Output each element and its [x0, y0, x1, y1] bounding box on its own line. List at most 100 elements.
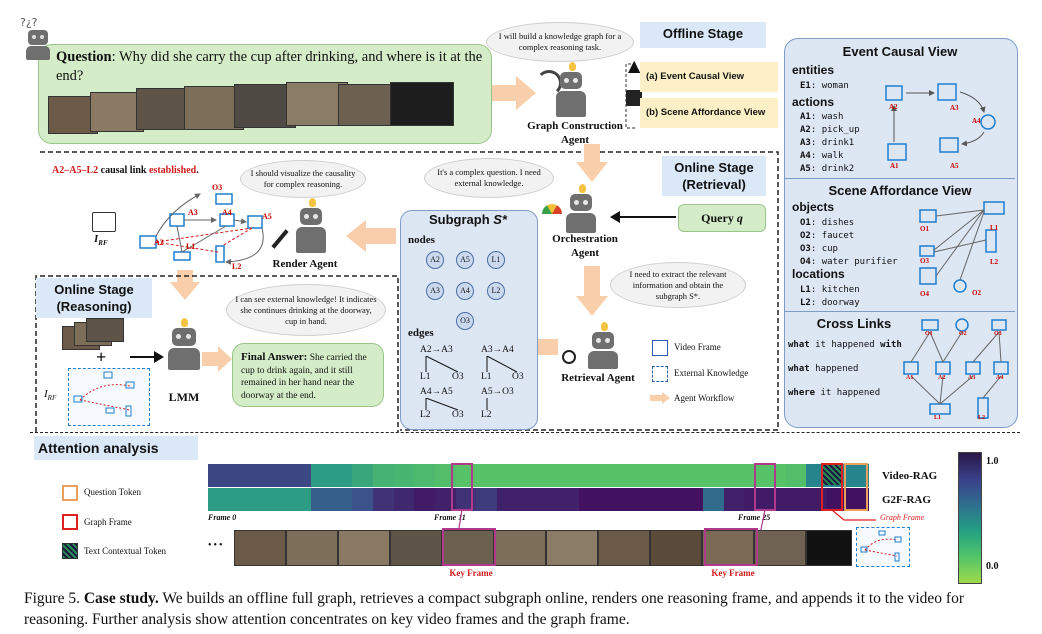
render-node-label: L2 — [232, 262, 242, 271]
final-answer-box: Final Answer: She carried the cup to dri… — [232, 343, 384, 407]
edge-lines — [486, 398, 488, 410]
render-node-label: A4 — [222, 208, 232, 217]
online-reasoning-title-2: (Reasoning) — [56, 299, 132, 314]
heatmap-cell — [208, 488, 230, 511]
render-bubble: I should visualize the causality for com… — [240, 160, 366, 198]
workflow-arrow-2 — [576, 144, 608, 182]
render-node-label: A2 — [154, 238, 164, 247]
cross-node-label: A4 — [996, 375, 1004, 381]
heatmap-cell — [579, 488, 601, 511]
orchestration-bubble: It's a complex question. I need external… — [424, 158, 554, 198]
image-icon — [92, 212, 116, 232]
key-frame-highlight-25 — [754, 463, 776, 511]
legend-question-token: Question Token — [84, 487, 141, 497]
query-var: q — [736, 211, 743, 225]
entity-id: E1 — [800, 81, 811, 91]
legend-video-frame: Video Frame — [674, 342, 721, 352]
event-node-label: A4 — [972, 117, 981, 125]
render-causal-graph — [139, 193, 264, 265]
object-row: O2: faucet — [800, 231, 855, 241]
heatmap-cell — [476, 464, 498, 487]
question-video-strip — [48, 82, 488, 140]
edge-lines — [425, 398, 459, 411]
edge-lines — [486, 356, 518, 373]
cross-node-label: O2 — [959, 331, 967, 337]
attention-title: Attention analysis — [34, 436, 198, 460]
heatmap-cell — [393, 464, 415, 487]
graph-construction-label-1: Graph Construction — [527, 120, 623, 132]
heatmap-cell — [414, 488, 436, 511]
heatmap-cell — [228, 464, 250, 487]
heatmap-cell — [290, 464, 312, 487]
render-agent-icon — [271, 198, 332, 256]
heatmap-cell — [352, 488, 374, 511]
subgraph-node: A4 — [456, 282, 474, 300]
entity-name: woman — [821, 81, 849, 91]
subgraph-node: A2 — [426, 251, 444, 269]
key-frame-label: Key Frame — [711, 568, 755, 578]
irf-label-render: IRF — [94, 233, 108, 248]
heatmap-cell — [496, 464, 518, 487]
heatmap-cell — [311, 464, 333, 487]
heatmap-cell — [599, 464, 621, 487]
question-body: : Why did she carry the cup after drinki… — [56, 49, 483, 84]
orchestration-label-1: Orchestration — [552, 233, 618, 245]
frame-11-label: Frame 11 — [434, 513, 466, 522]
cross-node-label: A2 — [938, 375, 946, 381]
online-reasoning-title: Online Stage (Reasoning) — [36, 278, 152, 318]
entities-label: entities — [792, 63, 835, 77]
cross-link-row: what happened — [788, 364, 859, 374]
heatmap-row-video-rag — [208, 464, 869, 487]
lmm-label: LMM — [168, 390, 200, 404]
heatmap-cell — [208, 464, 230, 487]
edge-bottom: O3 — [452, 410, 464, 420]
question-text: Question: Why did she carry the cup afte… — [56, 48, 486, 86]
irf-label-reasoning: IRF — [44, 388, 57, 403]
subgraph-node: L1 — [487, 251, 505, 269]
edge-bottom: O3 — [512, 372, 524, 382]
heatmap-cell — [434, 464, 456, 487]
heatmap-cell — [682, 464, 704, 487]
online-retrieval-title-1: Online Stage — [674, 160, 754, 175]
edge-group: A2→A3 — [420, 345, 453, 355]
location-row: L2: doorway — [800, 298, 860, 308]
query-box: Query q — [678, 204, 766, 232]
heatmap-cell — [723, 488, 745, 511]
heatmap-cell — [331, 488, 353, 511]
question-token-highlight — [844, 463, 868, 511]
graph-construction-label-2: Agent — [560, 134, 590, 146]
workflow-arrow-7 — [202, 346, 232, 372]
scene-affordance-diagram — [919, 201, 1005, 293]
edge-bottom: L2 — [420, 410, 431, 420]
cross-links-title: Cross Links — [816, 316, 892, 331]
cross-node-label: A3 — [968, 375, 976, 381]
location-row: L1: kitchen — [800, 285, 860, 295]
heatmap-cell — [311, 488, 333, 511]
frame-25-label: Frame 25 — [738, 513, 771, 522]
cross-link-row: what it happened with — [788, 340, 902, 350]
heatmap-cell — [620, 464, 642, 487]
heatmap-cell — [414, 464, 436, 487]
graph-frame-swatch — [62, 514, 78, 530]
subgraph-node: A5 — [456, 251, 474, 269]
key-frame-label: Key Frame — [449, 568, 493, 578]
heatmap-cell — [393, 488, 415, 511]
workflow-arrow-5 — [346, 220, 396, 252]
attention-divider — [30, 432, 1020, 433]
entity-row: E1: woman — [800, 81, 849, 91]
retrieval-bubble: I need to extract the relevant informati… — [610, 262, 746, 308]
heatmap-row-g2f-rag — [208, 488, 869, 511]
text-token-swatch — [62, 543, 78, 559]
scene-node-label: L2 — [990, 258, 999, 266]
action-row: A3: drink1 — [800, 138, 855, 148]
right-panel-divider — [785, 178, 1015, 179]
query-arrow — [610, 211, 676, 223]
row-label-g2f-rag: G2F-RAG — [882, 494, 931, 506]
heatmap-cell — [496, 488, 518, 511]
legend-external-swatch — [652, 366, 668, 382]
heatmap-cell — [661, 488, 683, 511]
nodes-label: nodes — [408, 234, 435, 246]
question-token-swatch — [62, 485, 78, 501]
event-node-label: A3 — [950, 104, 959, 112]
final-answer-label: Final Answer: — [241, 351, 308, 363]
